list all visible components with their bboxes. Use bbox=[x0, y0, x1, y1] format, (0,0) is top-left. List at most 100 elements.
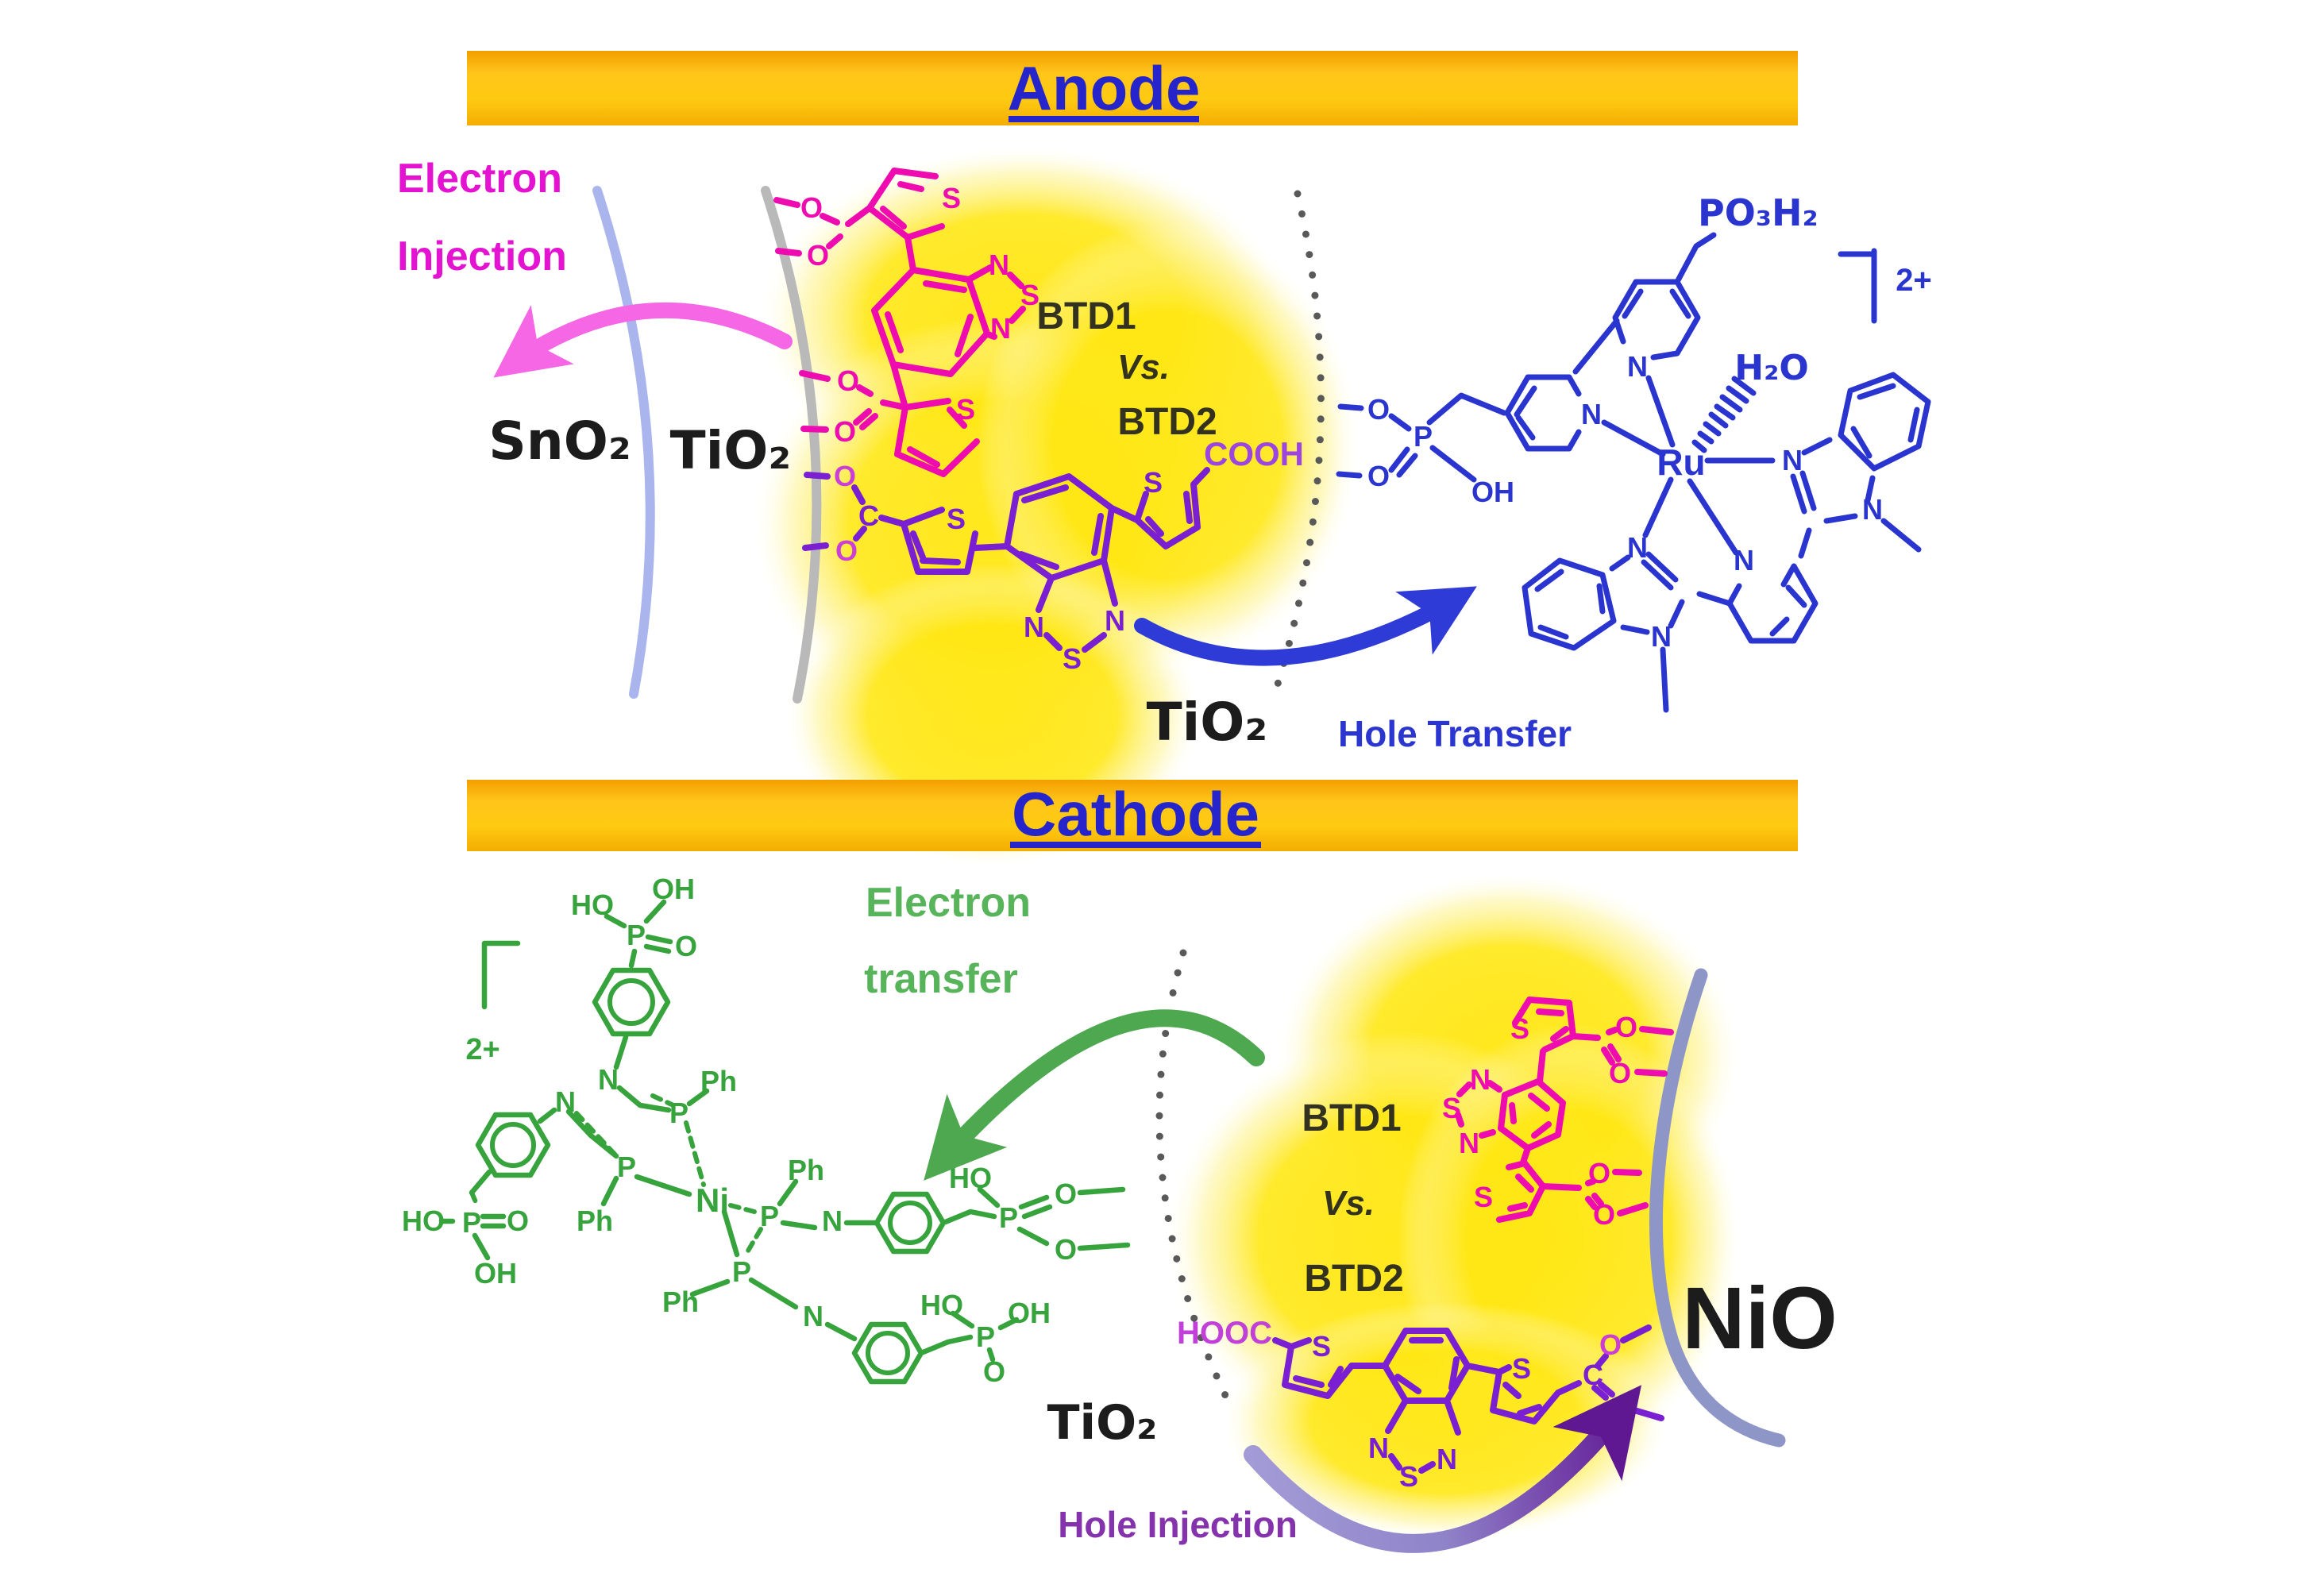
sulfur-atom: S bbox=[942, 182, 961, 214]
phenyl-label: Ph bbox=[577, 1205, 613, 1237]
carbon-atom: C bbox=[1583, 1359, 1603, 1391]
nio-electrode-label: NiO bbox=[1682, 1270, 1838, 1367]
phosphorus-atom: P bbox=[617, 1151, 636, 1183]
phenyl-label: Ph bbox=[700, 1065, 737, 1097]
oxygen-atom: O bbox=[1593, 1198, 1615, 1231]
nitrogen-atom: N bbox=[555, 1085, 576, 1118]
oxygen-atom: O bbox=[1055, 1178, 1077, 1210]
nitrogen-atom: N bbox=[1437, 1443, 1457, 1475]
tio2-label: TiO₂ bbox=[670, 420, 792, 481]
nitrogen-atom: N bbox=[803, 1300, 823, 1332]
ru-catalyst-structure: PO₃H₂ 2+ H₂O Ru O O P OH N N N N N N N bbox=[1336, 191, 1932, 713]
ni-catalyst-structure: 2+ HO OH P O N N P Ph P Ph Ni P Ph P Ph … bbox=[402, 873, 1131, 1388]
oxygen-atom: O bbox=[800, 191, 823, 224]
phosphorus-atom: P bbox=[760, 1200, 779, 1232]
hole-transfer-label: Hole Transfer bbox=[1338, 713, 1572, 754]
carbon-atom: C bbox=[858, 499, 879, 532]
anode-dye-name-btd1: BTD1 bbox=[1036, 295, 1136, 337]
phosphorus-atom: P bbox=[976, 1320, 995, 1353]
ni-charge-label: 2+ bbox=[465, 1033, 499, 1066]
nitrogen-atom: N bbox=[989, 249, 1009, 281]
hydroxyl-label: OH bbox=[1471, 476, 1514, 508]
oxygen-atom: O bbox=[1588, 1157, 1610, 1189]
sulfur-atom: S bbox=[1442, 1092, 1461, 1124]
oh-label: OH bbox=[652, 873, 695, 905]
nitrogen-atom: N bbox=[822, 1205, 843, 1237]
hooc-anchor-label: HOOC bbox=[1177, 1316, 1272, 1351]
ho-label: HO bbox=[571, 889, 614, 921]
nitrogen-atom: N bbox=[1651, 620, 1672, 653]
sulfur-atom: S bbox=[1510, 1012, 1529, 1045]
oxygen-atom: O bbox=[983, 1355, 1005, 1388]
sulfur-atom: S bbox=[1312, 1330, 1331, 1363]
nitrogen-atom: N bbox=[990, 312, 1011, 345]
anode-tio2-bottom-label: TiO₂ bbox=[1147, 692, 1268, 753]
electron-transfer-line1: Electron bbox=[866, 880, 1031, 926]
phosphorus-atom: P bbox=[627, 919, 646, 951]
oxygen-atom: O bbox=[1055, 1233, 1077, 1266]
oxygen-atom: O bbox=[1599, 1328, 1622, 1361]
oxygen-atom: O bbox=[1615, 1011, 1637, 1043]
electron-injection-arrow bbox=[493, 302, 793, 378]
cathode-dye-name-btd1: BTD1 bbox=[1302, 1097, 1401, 1139]
nitrogen-atom: N bbox=[598, 1063, 619, 1096]
anode-dye-glow bbox=[754, 147, 1358, 865]
nitrogen-atom: N bbox=[1782, 444, 1803, 476]
electron-injection-line2: Injection bbox=[397, 233, 567, 279]
sulfur-atom: S bbox=[1144, 466, 1163, 499]
oxygen-atom: O bbox=[1367, 393, 1390, 426]
nitrogen-atom: N bbox=[1459, 1127, 1479, 1159]
nio-surface-arc bbox=[1649, 968, 1786, 1448]
ho-label: HO bbox=[402, 1205, 445, 1237]
cathode-dye-vs: Vs. bbox=[1322, 1184, 1375, 1223]
cathode-banner-label: Cathode bbox=[1012, 779, 1259, 849]
hole-injection-label: Hole Injection bbox=[1058, 1504, 1298, 1545]
phosphorus-atom: P bbox=[732, 1255, 751, 1288]
oxygen-atom: O bbox=[834, 415, 856, 448]
anode-banner: Anode bbox=[467, 51, 1798, 125]
sulfur-atom: S bbox=[1063, 642, 1082, 675]
nitrogen-atom: N bbox=[1627, 350, 1648, 383]
anode-banner-bar bbox=[467, 51, 1798, 125]
hole-injection-arrow bbox=[1244, 1385, 1642, 1553]
sulfur-atom: S bbox=[1020, 279, 1039, 311]
ni-metal-label: Ni bbox=[696, 1182, 729, 1219]
oxygen-atom: O bbox=[1609, 1057, 1631, 1089]
sulfur-atom: S bbox=[1399, 1460, 1418, 1493]
anode-banner-label: Anode bbox=[1008, 53, 1201, 123]
oh-label: OH bbox=[1008, 1297, 1051, 1329]
phosphorus-atom: P bbox=[669, 1097, 688, 1129]
ru-charge-label: 2+ bbox=[1896, 263, 1932, 298]
oxygen-atom: O bbox=[835, 534, 858, 567]
sulfur-atom: S bbox=[956, 393, 975, 426]
tio2-surface-arc bbox=[761, 186, 822, 704]
sulfur-atom: S bbox=[1512, 1352, 1531, 1385]
nitrogen-atom: N bbox=[1368, 1432, 1389, 1464]
phosphonic-acid-label: PO₃H₂ bbox=[1698, 191, 1819, 234]
cathode-dye-name-btd2: BTD2 bbox=[1304, 1258, 1403, 1300]
oh-label: OH bbox=[474, 1257, 517, 1290]
electron-transfer-arrow bbox=[924, 1009, 1265, 1181]
cooh-anchor-label: COOH bbox=[1204, 435, 1304, 472]
btd1-structure-cathode: S N S N S O O O O bbox=[1442, 997, 1674, 1231]
ho-label: HO bbox=[920, 1289, 963, 1321]
oxygen-atom: O bbox=[507, 1205, 529, 1237]
cathode-tio2-label: TiO₂ bbox=[1047, 1395, 1158, 1451]
oxygen-atom: O bbox=[834, 460, 856, 492]
phenyl-label: Ph bbox=[662, 1286, 699, 1318]
nitrogen-atom: N bbox=[1024, 611, 1044, 643]
oxygen-atom: O bbox=[675, 930, 697, 962]
btd2-structure-anode: C O O S N S N S COOH bbox=[802, 435, 1304, 675]
cathode-underline bbox=[1010, 842, 1261, 848]
electron-injection-line1: Electron bbox=[397, 156, 562, 202]
hole-transfer-arrow bbox=[1134, 586, 1477, 666]
nitrogen-atom: N bbox=[1862, 493, 1883, 526]
oxygen-atom: O bbox=[1367, 460, 1390, 492]
anode-dye-name-btd2: BTD2 bbox=[1117, 401, 1217, 443]
anode-underline bbox=[1009, 116, 1199, 122]
nitrogen-atom: N bbox=[1734, 544, 1754, 576]
oxygen-atom: O bbox=[807, 239, 829, 272]
sno2-tio2-interface-arc bbox=[592, 186, 655, 699]
sulfur-atom: S bbox=[947, 503, 966, 535]
